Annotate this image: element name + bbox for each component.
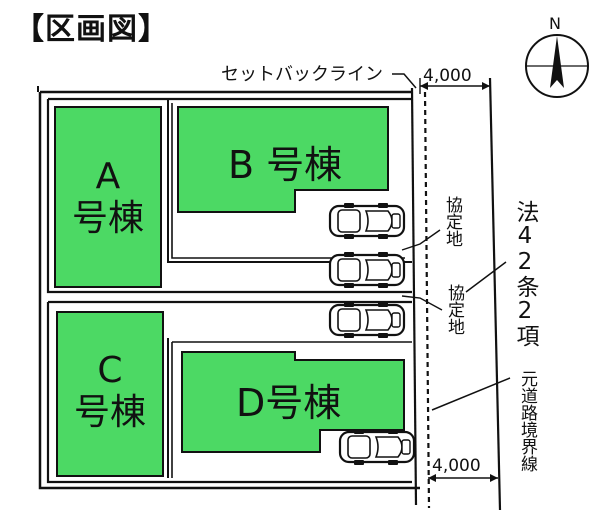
lower-lot-outline [46, 302, 412, 484]
car-icon [338, 427, 416, 467]
unit-c-label: C 号棟 [73, 350, 146, 433]
unit-b-label: B 号棟 [228, 143, 343, 187]
unit-d-label: D号棟 [236, 381, 342, 425]
site-boundary [38, 92, 420, 490]
car-icon [328, 250, 406, 290]
road-boundary-line [488, 77, 502, 511]
upper-lot-outline [46, 99, 412, 294]
car-icon [328, 201, 406, 241]
building-d [181, 351, 405, 453]
original-road-boundary-label: 元道路境界線 [517, 370, 537, 472]
road-width-top: 4,000 [423, 66, 472, 86]
building-a [54, 106, 162, 288]
building-c [56, 311, 164, 477]
agreement-land-label-2: 協定地 [444, 284, 464, 335]
agreement-land-label-1: 協定地 [442, 196, 462, 247]
page-title: 【区画図】 [14, 12, 169, 47]
road-width-bottom: 4,000 [432, 456, 481, 476]
setback-dashed-line [423, 91, 431, 509]
compass-north-label: N [549, 14, 561, 33]
car-icon [328, 300, 406, 340]
road-law-label: 法42条2項 [512, 200, 538, 347]
setback-line-label: セットバックライン [221, 64, 383, 85]
north-arrow-icon [525, 34, 589, 98]
building-b [177, 106, 389, 213]
unit-a-label: A 号棟 [71, 156, 144, 239]
